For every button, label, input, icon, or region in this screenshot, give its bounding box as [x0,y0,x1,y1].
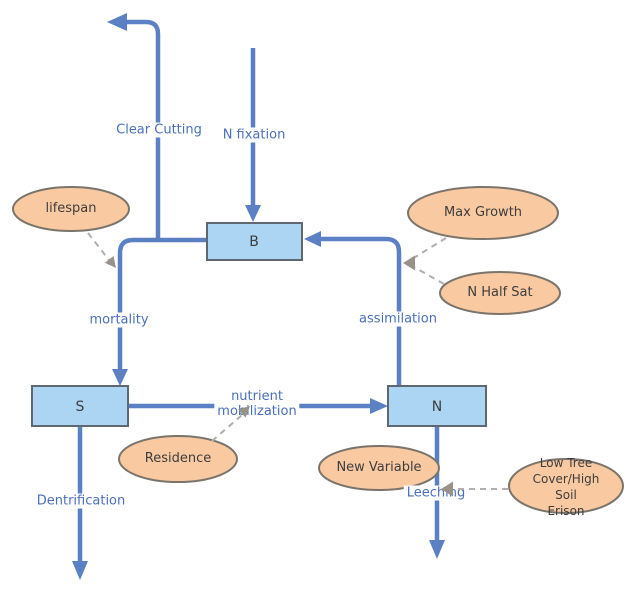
variable-ellipse [318,445,440,491]
connector-line [413,266,445,285]
connector-low-tree-cover-to-leeching[interactable] [441,481,508,497]
variable-max-growth-label: Max Growth [443,205,523,220]
variable-new-variable[interactable] [318,445,440,491]
variable-lifespan-label: lifespan [45,201,97,216]
variable-ellipse [439,271,561,315]
flow-label-assimilation: assimilation [356,311,440,327]
connector-line [411,237,447,260]
stock-s[interactable] [31,385,129,427]
connector-arrowhead-icon [403,255,415,271]
connector-max-growth-to-assimilation[interactable] [411,237,447,260]
flow-leeching[interactable] [429,426,445,559]
stock-n-box [387,385,487,427]
arrowhead-left-icon [304,231,321,247]
connector-line [87,232,110,261]
flow-label-clear-cutting: Clear Cutting [113,122,205,138]
flow-line [321,236,402,386]
variable-low-tree-cover[interactable] [508,458,624,514]
flow-label-nutrient-mobilization: nutrient mobilization [214,389,300,419]
connector-lifespan-to-mortality[interactable] [87,232,116,268]
arrowhead-left-icon [107,13,127,31]
flow-line [117,237,207,370]
arrowhead-down-icon [72,561,88,580]
stock-n[interactable] [387,385,487,427]
variable-n-half-sat-label: N Half Sat [467,285,533,300]
arrowhead-down-icon [112,369,128,386]
connector-line [211,414,243,442]
flow-line [126,19,161,242]
variable-n-half-sat[interactable] [439,271,561,315]
flow-label-mortality: mortality [86,312,152,328]
variable-low-tree-cover-label: Low Tree Cover/High Soil Erison [532,456,600,518]
flow-label-dentrification: Dentrification [33,493,129,509]
stock-b[interactable] [206,222,303,261]
variable-ellipse [508,458,624,514]
variable-residence[interactable] [118,435,238,483]
flow-mortality[interactable] [112,237,207,386]
variable-ellipse [12,186,130,232]
connector-n-half-sat-to-assimilation[interactable] [403,255,445,285]
connector-arrowhead-icon [441,481,453,497]
connector-residence-to-mobilization[interactable] [211,406,250,442]
flow-clear-cutting[interactable] [107,13,161,242]
connector-arrowhead-icon [238,406,250,418]
variable-lifespan[interactable] [12,186,130,232]
arrowhead-right-icon [370,398,388,414]
variable-ellipse [407,186,559,240]
arrowhead-down-icon [245,205,261,222]
stock-b-label: B [249,234,259,250]
flow-label-n-fixation: N fixation [219,127,289,143]
stock-s-box [31,385,129,427]
stock-s-label: S [75,399,85,415]
arrowhead-down-icon [429,540,445,559]
variable-ellipse [118,435,238,483]
flow-n-fixation[interactable] [245,48,261,222]
connector-arrowhead-icon [104,256,116,268]
variable-max-growth[interactable] [407,186,559,240]
stock-b-box [206,222,303,261]
variable-residence-label: Residence [144,451,212,466]
variable-new-variable-label: New Variable [336,460,422,475]
flow-assimilation[interactable] [304,231,402,386]
stock-n-label: N [431,399,443,415]
